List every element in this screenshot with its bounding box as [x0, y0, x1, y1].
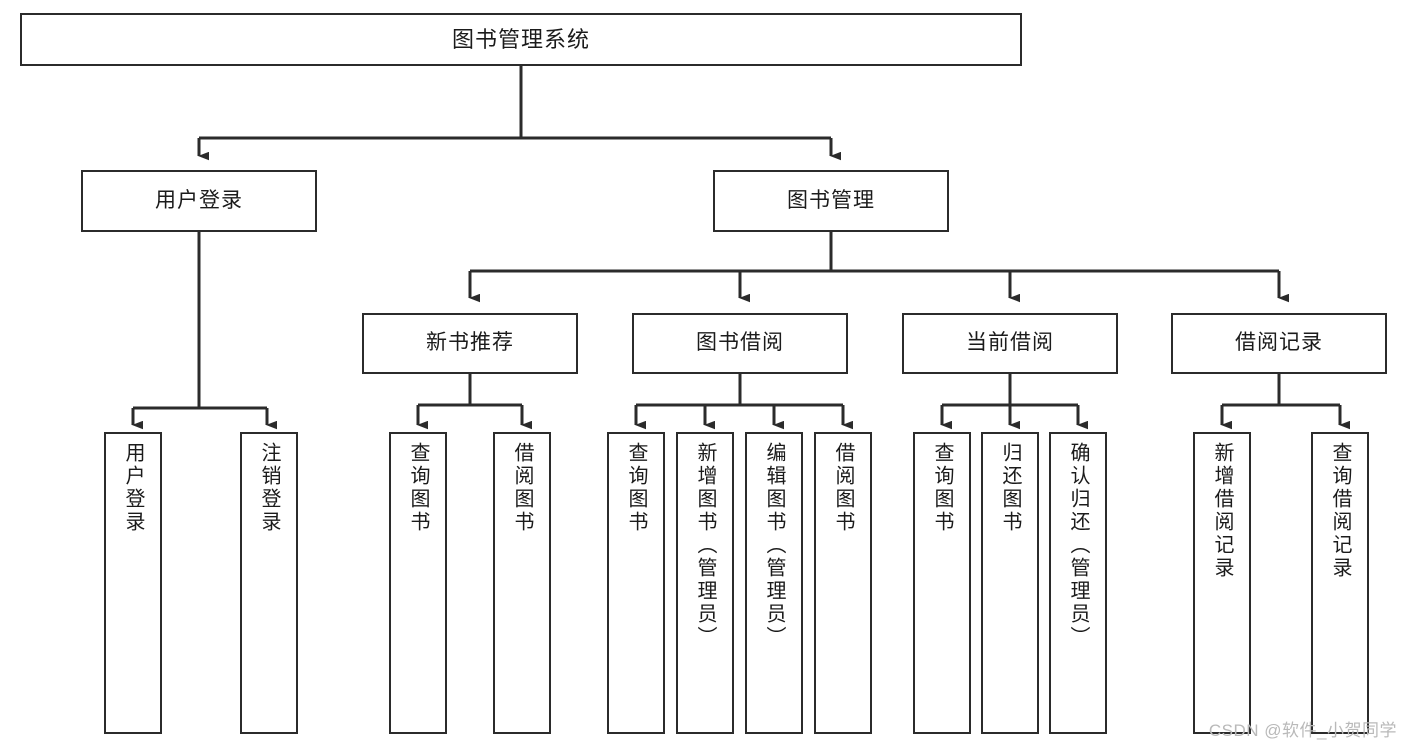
- node-label: 新增借阅记录: [1211, 442, 1233, 580]
- node-label: 图书借阅: [696, 331, 784, 355]
- node-label: 当前借阅: [966, 331, 1054, 355]
- node-leaf-borrow-book-recommend[interactable]: 借阅图书: [493, 432, 551, 734]
- node-leaf-query-book-recommend[interactable]: 查询图书: [389, 432, 447, 734]
- node-label: 查询图书: [625, 442, 647, 534]
- node-leaf-query-book-borrow[interactable]: 查询图书: [607, 432, 665, 734]
- node-label: 借阅图书: [832, 442, 854, 534]
- node-leaf-logout[interactable]: 注销登录: [240, 432, 298, 734]
- node-label: 用户登录: [122, 442, 144, 534]
- node-leaf-return-book[interactable]: 归还图书: [981, 432, 1039, 734]
- node-label: 查询借阅记录: [1329, 442, 1351, 580]
- node-label: 图书管理: [787, 188, 875, 212]
- node-label: 编辑图书（管理员）: [763, 442, 785, 649]
- node-leaf-user-login[interactable]: 用户登录: [104, 432, 162, 734]
- node-borrow-record[interactable]: 借阅记录: [1171, 313, 1387, 374]
- node-leaf-edit-book-admin[interactable]: 编辑图书（管理员）: [745, 432, 803, 734]
- node-label: 确认归还（管理员）: [1067, 442, 1089, 649]
- node-label: 新书推荐: [426, 331, 514, 355]
- node-user-login[interactable]: 用户登录: [81, 170, 317, 232]
- node-label: 注销登录: [258, 442, 280, 534]
- node-leaf-add-book-admin[interactable]: 新增图书（管理员）: [676, 432, 734, 734]
- node-leaf-borrow-book[interactable]: 借阅图书: [814, 432, 872, 734]
- node-label: 借阅记录: [1235, 331, 1323, 355]
- node-leaf-query-borrow-record[interactable]: 查询借阅记录: [1311, 432, 1369, 734]
- node-root-system[interactable]: 图书管理系统: [20, 13, 1022, 66]
- node-new-book-recommend[interactable]: 新书推荐: [362, 313, 578, 374]
- node-leaf-query-book-current[interactable]: 查询图书: [913, 432, 971, 734]
- watermark-text: CSDN @软件_小贺同学: [1208, 721, 1397, 740]
- node-label: 新增图书（管理员）: [694, 442, 716, 649]
- node-label: 图书管理系统: [451, 26, 590, 52]
- node-label: 借阅图书: [511, 442, 533, 534]
- node-book-borrow[interactable]: 图书借阅: [632, 313, 848, 374]
- node-book-management[interactable]: 图书管理: [713, 170, 949, 232]
- node-current-borrow[interactable]: 当前借阅: [902, 313, 1118, 374]
- node-label: 归还图书: [999, 442, 1021, 534]
- node-label: 查询图书: [931, 442, 953, 534]
- node-label: 查询图书: [407, 442, 429, 534]
- node-leaf-add-borrow-record[interactable]: 新增借阅记录: [1193, 432, 1251, 734]
- node-label: 用户登录: [155, 188, 243, 212]
- node-leaf-confirm-return-admin[interactable]: 确认归还（管理员）: [1049, 432, 1107, 734]
